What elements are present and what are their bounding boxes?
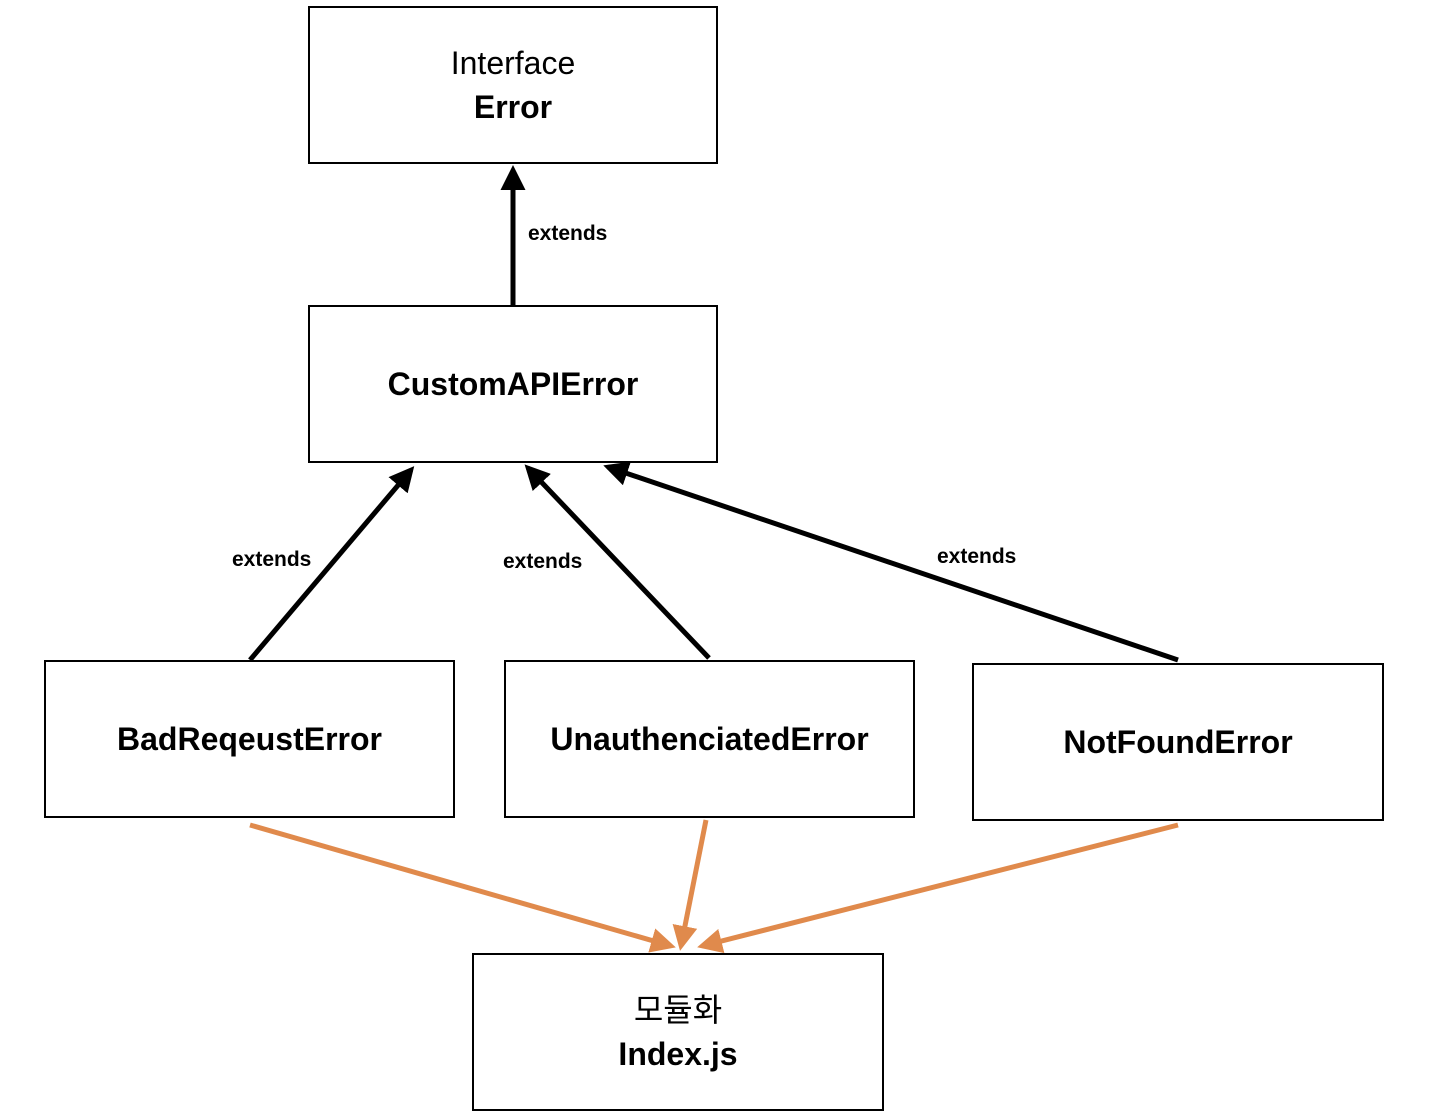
node-error-stereotype: Interface (450, 45, 576, 81)
edge-label-extends-not-found: extends (937, 545, 1017, 568)
node-unauthenticated-error: UnauthenciatedError (504, 660, 915, 818)
node-index: 모듈화 Index.js (472, 953, 884, 1111)
edge-bad-request-to-custom-api-error (248, 466, 415, 662)
node-bad-request-error: BadReqeustError (44, 660, 455, 818)
node-not-found-error-name: NotFoundError (1063, 724, 1293, 760)
edge-not-found-to-index (697, 822, 1179, 954)
node-not-found-error: NotFoundError (972, 663, 1384, 821)
node-unauthenticated-error-name: UnauthenciatedError (550, 721, 869, 757)
edge-bad-request-to-index (249, 822, 676, 953)
edge-not-found-to-custom-api-error (603, 461, 1179, 663)
node-index-module-label: 모듈화 (633, 992, 723, 1028)
edge-label-extends-bad-request: extends (232, 548, 312, 571)
node-custom-api-error-name: CustomAPIError (387, 366, 639, 402)
edge-unauthenticated-to-custom-api-error (524, 464, 711, 660)
edge-label-extends-unauthenticated: extends (503, 550, 583, 573)
edge-label-extends-error: extends (528, 222, 608, 245)
node-bad-request-error-name: BadReqeustError (117, 721, 382, 757)
edge-unauthenticated-to-index (672, 819, 709, 951)
node-error: Interface Error (308, 6, 718, 164)
node-error-name: Error (473, 89, 553, 125)
node-index-file-name: Index.js (618, 1036, 738, 1072)
node-custom-api-error: CustomAPIError (308, 305, 718, 463)
